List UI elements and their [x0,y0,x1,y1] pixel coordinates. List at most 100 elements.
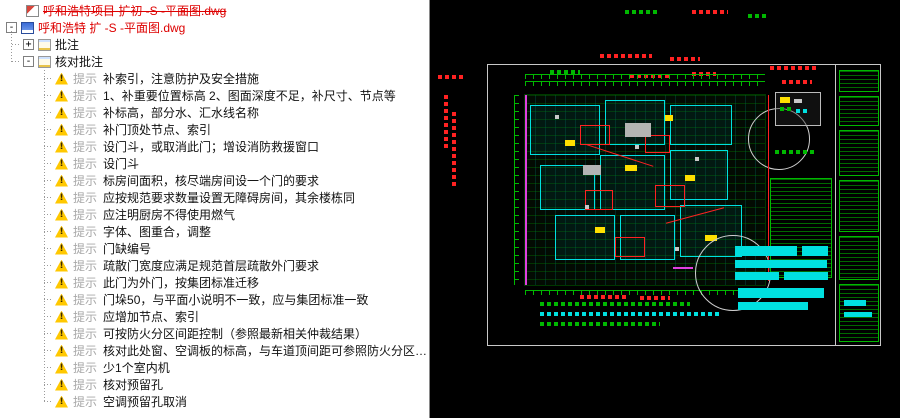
annotation-item[interactable]: ! 提示 设门斗，或取消此门；增设消防救援窗口 [0,138,429,155]
cad-text-label [748,14,768,18]
annotation-item[interactable]: ! 提示 核对此处窗、空调板的标高，与车道顶间距可参照防火分区间距 [0,342,429,359]
annotation-text: 应注明厨房不得使用燃气 [103,208,236,222]
annotation-tag: 提示 [73,106,98,120]
annotation-item[interactable]: ! 提示 少1个室内机 [0,359,429,376]
annotation-item[interactable]: ! 提示 核对预留孔 [0,376,429,393]
annotation-text: 核对此处窗、空调板的标高，与车道顶间距可参照防火分区间距 [103,344,429,358]
cad-highlight [625,165,637,171]
cad-text-label [540,322,660,326]
cyan-fill-block [738,302,808,310]
warning-icon: ! [55,73,68,85]
cad-core-block [583,165,601,175]
annotation-text: 标房间面积，核尽端房间设一个门的要求 [103,174,320,188]
tree-connector [44,299,53,300]
tree-item-dwg-file-struck[interactable]: 呼和浩特项目 扩初 -S -平面图.dwg [0,2,429,19]
annotation-marker [452,112,456,187]
tree-node-annotations[interactable]: + 批注 [0,36,429,53]
tree-connector [44,316,53,317]
cyan-fill-block [844,300,866,306]
warning-icon: ! [55,124,68,136]
dimension-line [525,81,765,86]
warning-icon: ! [55,209,68,221]
dwg-file-name: 呼和浩特项目 扩初 -S -平面图.dwg [43,4,227,18]
tree-connector [44,146,53,147]
cad-wall-outline [530,105,600,155]
annotation-item[interactable]: ! 提示 补索引，注意防护及安全措施 [0,70,429,87]
annotation-tag: 提示 [73,157,98,171]
warning-icon: ! [55,158,68,170]
cad-viewport[interactable] [430,0,900,418]
tree-connector [44,367,53,368]
annotation-item[interactable]: ! 提示 应注明厨房不得使用燃气 [0,206,429,223]
annotation-item[interactable]: ! 提示 疏散门宽度应满足规范首层疏散外门要求 [0,257,429,274]
tree-connector [44,282,53,283]
warning-icon: ! [55,362,68,374]
annotation-item[interactable]: ! 提示 补门顶处节点、索引 [0,121,429,138]
annotation-item[interactable]: ! 提示 应增加节点、索引 [0,308,429,325]
annotation-marker [770,66,816,70]
warning-icon: ! [55,243,68,255]
annotation-tag: 提示 [73,72,98,86]
annotation-item[interactable]: ! 提示 此门为外门，按集团标准迁移 [0,274,429,291]
schedule-table [839,236,879,280]
tree-connector [12,44,21,45]
warning-icon: ! [55,396,68,408]
annotation-tag: 提示 [73,123,98,137]
warning-icon: ! [55,226,68,238]
cyan-fill-block [735,272,779,280]
annotation-marker [444,95,448,150]
tree-connector [44,248,53,249]
annotation-tag: 提示 [73,310,98,324]
annotation-item[interactable]: ! 提示 门缺编号 [0,240,429,257]
warning-icon: ! [55,311,68,323]
annotation-text: 字体、图重合，调整 [103,225,212,239]
annotation-text: 门垛50，与平面小说明不一致，应与集团标准一致 [103,293,369,307]
schedule-table [839,96,879,126]
annotation-item[interactable]: ! 提示 门垛50，与平面小说明不一致，应与集团标准一致 [0,291,429,308]
expand-icon[interactable]: + [23,39,34,50]
warning-icon: ! [55,175,68,187]
tree-connector [44,333,53,334]
annotation-item[interactable]: ! 提示 补标高，部分水、汇水线名称 [0,104,429,121]
cad-wall-outline [670,105,732,145]
dwg-file-icon [26,4,39,17]
annotation-tag: 提示 [73,344,98,358]
annotation-text: 设门斗，或取消此门；增设消防救援窗口 [103,140,320,154]
tree-connector [44,401,53,402]
collapse-icon[interactable]: - [23,56,34,67]
annotation-item[interactable]: ! 提示 设门斗 [0,155,429,172]
annotation-item[interactable]: ! 提示 应按规范要求数量设置无障碍房间，其余楼栋同 [0,189,429,206]
annotation-marker [580,295,626,299]
tree-node-check-annotations[interactable]: - 核对批注 [0,53,429,70]
annotation-marker [600,54,652,58]
annotation-tag: 提示 [73,225,98,239]
cad-wall-outline [600,155,665,210]
legend-text [780,107,792,111]
cad-highlight [705,235,717,241]
cad-highlight [595,227,605,233]
grid-circle [748,108,810,170]
annotation-tag: 提示 [73,191,98,205]
annotation-text: 应增加节点、索引 [103,310,200,324]
cad-text-label [540,312,720,316]
cad-wall-outline [670,150,728,200]
tree-item-dwg-file[interactable]: - 呼和浩特 扩 -S -平面图.dwg [0,19,429,36]
cad-detail-red [655,185,685,207]
check-annotation-folder-icon [38,55,51,68]
annotation-item[interactable]: ! 提示 字体、图重合，调整 [0,223,429,240]
warning-icon: ! [55,90,68,102]
annotation-text: 应按规范要求数量设置无障碍房间，其余楼栋同 [103,191,356,205]
legend-block [775,92,821,126]
annotation-tree-panel: 呼和浩特项目 扩初 -S -平面图.dwg - 呼和浩特 扩 -S -平面图.d… [0,0,430,418]
cad-wall-outline [605,100,665,145]
annotation-item[interactable]: ! 提示 1、补重要位置标高 2、图面深度不足，补尺寸、节点等 [0,87,429,104]
annotation-tag: 提示 [73,174,98,188]
cyan-fill-block [738,288,824,298]
schedule-table [839,130,879,176]
annotation-item[interactable]: ! 提示 标房间面积，核尽端房间设一个门的要求 [0,172,429,189]
dimension-line [525,74,765,79]
annotation-tag: 提示 [73,208,98,222]
annotation-item[interactable]: ! 提示 可按防火分区间距控制（参照最新相关仲裁结果） [0,325,429,342]
annotation-item[interactable]: ! 提示 空调预留孔取消 [0,393,429,410]
annotation-text: 补标高，部分水、汇水线名称 [103,106,260,120]
